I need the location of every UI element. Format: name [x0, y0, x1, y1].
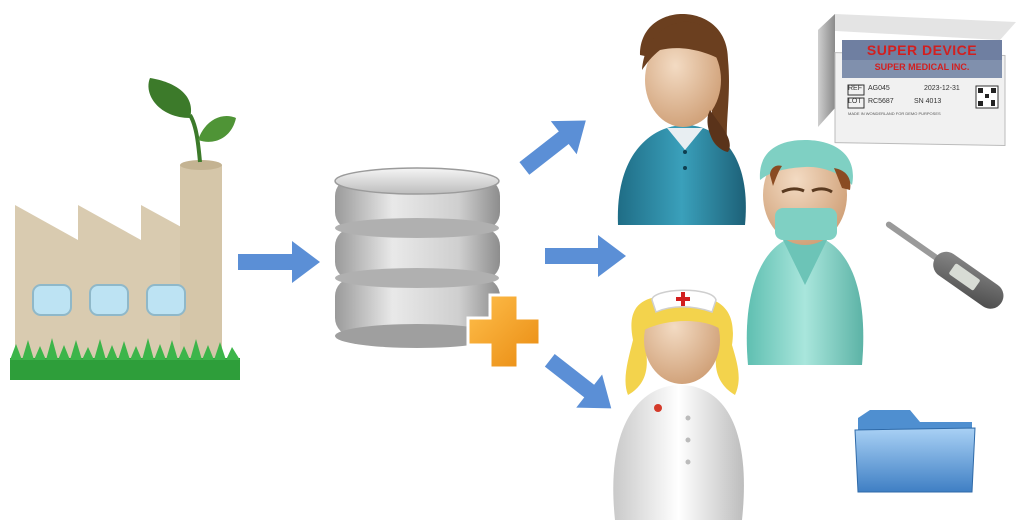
- device-title: SUPER DEVICE: [866, 42, 978, 58]
- thermometer-display: [949, 263, 980, 291]
- factory-window: [146, 284, 186, 316]
- lot-label: LOT: [848, 98, 862, 105]
- expiry-date: 2023-12-31: [924, 85, 960, 92]
- ref-label-box: [847, 84, 865, 96]
- surgeon-icon: [746, 140, 864, 365]
- folder-icon: [854, 410, 976, 493]
- factory-window: [89, 284, 129, 316]
- device-title-band: [842, 40, 1002, 60]
- woman-user-icon: [617, 14, 746, 225]
- ref-label: REF: [848, 85, 862, 92]
- leaf-icon: [148, 78, 236, 163]
- nurse-icon: [613, 289, 744, 520]
- lot-label-box: [847, 97, 865, 109]
- arrow-icon: [238, 241, 320, 283]
- factory-icon: [10, 160, 240, 380]
- device-box-label: SUPER DEVICE SUPER MEDICAL INC. REF AG04…: [842, 40, 1002, 130]
- fine-print: MADE IN WONDERLAND FOR DEMO PURPOSES: [848, 111, 941, 116]
- grass: [10, 338, 240, 380]
- extra-code: SN 4013: [914, 98, 942, 105]
- barcode-icon: [975, 85, 999, 109]
- device-subtitle: SUPER MEDICAL INC.: [874, 62, 970, 72]
- arrow-icon: [519, 120, 586, 175]
- arrow-icon: [544, 353, 612, 409]
- device-subtitle-band: [842, 60, 1002, 78]
- ref-value: AG045: [868, 85, 890, 92]
- thermometer-icon: [885, 221, 1004, 309]
- database-icon: [334, 167, 500, 348]
- product-box-icon: [818, 14, 1016, 147]
- lot-value: RC5687: [868, 98, 894, 105]
- plus-icon: [466, 293, 542, 370]
- arrow-icon: [545, 235, 626, 277]
- factory-window: [32, 284, 72, 316]
